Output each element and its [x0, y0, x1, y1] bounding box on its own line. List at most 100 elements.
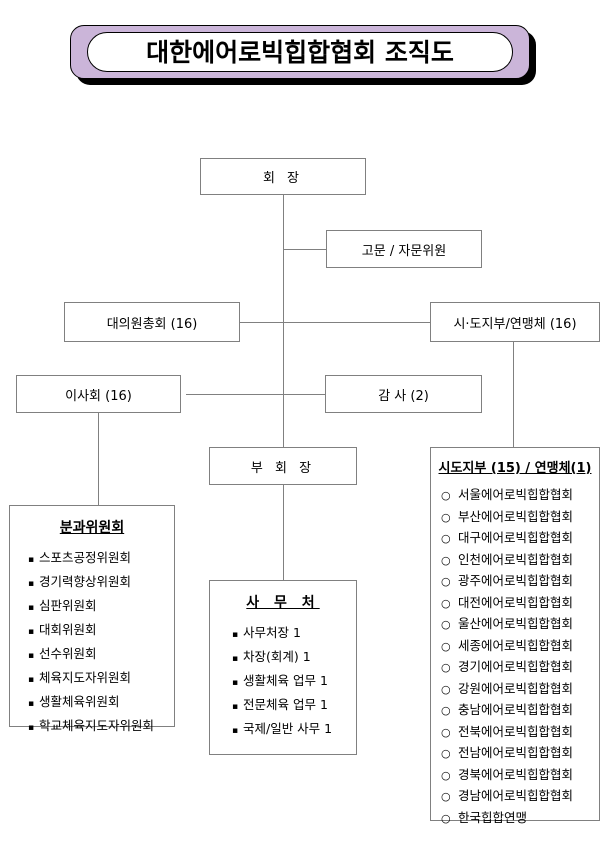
subcommittees-list: ▪ 스포츠공정위원회 ▪ 경기력향상위원회 ▪ 심판위원회 ▪ 대회위원회 ▪ …: [10, 547, 174, 739]
panel-office-title: 사 무 처: [246, 595, 320, 611]
node-vice-president[interactable]: 부 회 장: [209, 447, 357, 485]
list-item[interactable]: ○ 인천에어로빅힙합협회: [441, 550, 599, 572]
circle-bullet-icon: ○: [441, 618, 451, 631]
office-list: ▪ 사무처장 1 ▪ 차장(회계) 1 ▪ 생활체육 업무 1 ▪ 전문체육 업…: [210, 622, 356, 742]
list-item[interactable]: ○ 부산에어로빅힙합협회: [441, 507, 599, 529]
list-item[interactable]: ▪ 전문체육 업무 1: [232, 694, 356, 718]
list-item[interactable]: ○ 서울에어로빅힙합협회: [441, 485, 599, 507]
list-item-label: 경기에어로빅힙합협회: [458, 659, 574, 674]
list-item[interactable]: ▪ 국제/일반 사무 1: [232, 718, 356, 742]
list-item[interactable]: ○ 충남에어로빅힙합협회: [441, 700, 599, 722]
list-item[interactable]: ○ 전북에어로빅힙합협회: [441, 722, 599, 744]
square-bullet-icon: ▪: [28, 723, 35, 733]
list-item-label: 경남에어로빅힙합협회: [458, 788, 574, 803]
circle-bullet-icon: ○: [441, 596, 451, 610]
circle-bullet-icon: ○: [441, 510, 451, 524]
list-item[interactable]: ▪ 스포츠공정위원회: [28, 547, 174, 571]
list-item-label: 경북에어로빅힙합협회: [458, 766, 574, 782]
panel-subcommittees-title: 분과위원회: [59, 520, 125, 536]
connector-board-subcommittees: [98, 412, 99, 505]
panel-subcommittees[interactable]: 분과위원회 ▪ 스포츠공정위원회 ▪ 경기력향상위원회 ▪ 심판위원회 ▪ 대회…: [9, 505, 175, 733]
connector-vicepresident-office: [283, 485, 284, 580]
list-item-label: 충남에어로빅힙합협회: [458, 702, 574, 717]
connector-president-spine: [283, 195, 284, 448]
node-city-province-branch[interactable]: 시·도지부/연맹체 (16): [430, 302, 600, 342]
list-item[interactable]: ○ 경북에어로빅힙합협회: [441, 765, 599, 787]
list-item[interactable]: ▪ 생활체육 업무 1: [232, 670, 356, 694]
circle-bullet-icon: ○: [441, 575, 451, 588]
list-item[interactable]: ○ 광주에어로빅힙합협회: [441, 571, 599, 593]
circle-bullet-icon: ○: [441, 811, 451, 825]
list-item-label: 강원에어로빅힙합협회: [458, 680, 574, 696]
square-bullet-icon: ▪: [232, 630, 239, 640]
circle-bullet-icon: ○: [441, 704, 451, 717]
list-item-label: 국제/일반 사무 1: [243, 721, 333, 736]
node-auditor[interactable]: 감 사 (2): [325, 375, 482, 413]
panel-branches[interactable]: 시도지부 (15) / 연맹체(1) ○ 서울에어로빅힙합협회 ○ 부산에어로빅…: [430, 447, 600, 825]
list-item[interactable]: ▪ 사무처장 1: [232, 622, 356, 646]
square-bullet-icon: ▪: [28, 555, 35, 565]
list-item[interactable]: ○ 세종에어로빅힙합협회: [441, 636, 599, 658]
circle-bullet-icon: ○: [441, 790, 451, 803]
node-president[interactable]: 회 장: [200, 158, 366, 195]
list-item[interactable]: ▪ 경기력향상위원회: [28, 571, 174, 595]
square-bullet-icon: ▪: [28, 651, 35, 661]
list-item-label: 학교체육지도자위원회: [39, 718, 155, 733]
list-item[interactable]: ▪ 체육지도자위원회: [28, 667, 174, 691]
list-item-label: 인천에어로빅힙합협회: [458, 551, 574, 567]
node-auditor-label: 감 사 (2): [378, 388, 429, 404]
list-item-label: 사무처장 1: [243, 625, 301, 640]
node-delegates-assembly-label: 대의원총회 (16): [106, 316, 198, 332]
list-item-label: 차장(회계) 1: [243, 649, 311, 664]
square-bullet-icon: ▪: [232, 726, 239, 736]
list-item[interactable]: ▪ 학교체육지도자위원회: [28, 715, 174, 739]
node-board-of-directors[interactable]: 이사회 (16): [16, 375, 181, 413]
list-item-label: 생활체육위원회: [39, 694, 120, 709]
circle-bullet-icon: ○: [441, 489, 451, 502]
node-advisor-label: 고문 / 자문위원: [361, 243, 447, 259]
list-item-label: 경기력향상위원회: [39, 574, 132, 589]
connector-board-auditor: [186, 394, 325, 395]
node-board-of-directors-label: 이사회 (16): [65, 388, 132, 404]
list-item[interactable]: ○ 전남에어로빅힙합협회: [441, 743, 599, 765]
circle-bullet-icon: ○: [441, 553, 451, 567]
list-item-label: 전문체육 업무 1: [243, 697, 328, 712]
list-item-label: 대회위원회: [39, 622, 97, 637]
square-bullet-icon: ▪: [28, 675, 35, 685]
list-item-label: 선수위원회: [39, 646, 97, 661]
list-item-label: 서울에어로빅힙합협회: [458, 487, 574, 502]
list-item[interactable]: ▪ 심판위원회: [28, 595, 174, 619]
circle-bullet-icon: ○: [441, 639, 451, 653]
square-bullet-icon: ▪: [28, 603, 35, 613]
list-item-label: 부산에어로빅힙합협회: [458, 508, 574, 524]
title-banner: 대한에어로빅힙합협회 조직도: [70, 25, 530, 79]
list-item-label: 대전에어로빅힙합협회: [458, 594, 574, 610]
list-item-label: 전북에어로빅힙합협회: [458, 723, 574, 739]
list-item[interactable]: ▪ 생활체육위원회: [28, 691, 174, 715]
square-bullet-icon: ▪: [28, 579, 35, 589]
node-delegates-assembly[interactable]: 대의원총회 (16): [64, 302, 240, 342]
list-item[interactable]: ○ 울산에어로빅힙합협회: [441, 614, 599, 636]
list-item-label: 심판위원회: [39, 598, 97, 613]
connector-branch-panel: [513, 340, 514, 447]
node-advisor[interactable]: 고문 / 자문위원: [326, 230, 482, 268]
list-item[interactable]: ▪ 대회위원회: [28, 619, 174, 643]
list-item[interactable]: ○ 한국힙합연맹: [441, 808, 599, 830]
list-item[interactable]: ○ 경기에어로빅힙합협회: [441, 657, 599, 679]
circle-bullet-icon: ○: [441, 768, 451, 782]
panel-office[interactable]: 사 무 처 ▪ 사무처장 1 ▪ 차장(회계) 1 ▪ 생활체육 업무 1 ▪ …: [209, 580, 357, 755]
circle-bullet-icon: ○: [441, 725, 451, 739]
square-bullet-icon: ▪: [28, 627, 35, 637]
list-item[interactable]: ▪ 선수위원회: [28, 643, 174, 667]
list-item[interactable]: ▪ 차장(회계) 1: [232, 646, 356, 670]
list-item[interactable]: ○ 대전에어로빅힙합협회: [441, 593, 599, 615]
circle-bullet-icon: ○: [441, 682, 451, 696]
square-bullet-icon: ▪: [232, 654, 239, 664]
list-item[interactable]: ○ 강원에어로빅힙합협회: [441, 679, 599, 701]
list-item[interactable]: ○ 경남에어로빅힙합협회: [441, 786, 599, 808]
circle-bullet-icon: ○: [441, 532, 451, 545]
square-bullet-icon: ▪: [232, 702, 239, 712]
list-item[interactable]: ○ 대구에어로빅힙합협회: [441, 528, 599, 550]
panel-branches-title: 시도지부 (15) / 연맹체(1): [438, 461, 592, 476]
